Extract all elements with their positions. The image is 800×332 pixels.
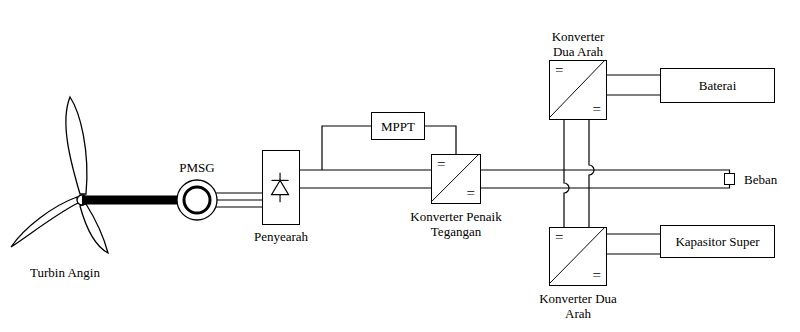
converter-box: ==Konverter Dua Arah bbox=[549, 227, 607, 286]
wire-segment bbox=[300, 169, 431, 170]
power-wire bbox=[300, 170, 431, 188]
power-wire bbox=[425, 126, 456, 154]
dc-symbol: = bbox=[437, 157, 445, 172]
node-label: Konverter Dua Arah bbox=[528, 291, 628, 321]
wire-segment bbox=[481, 185, 730, 188]
generator-outer-circle bbox=[177, 180, 217, 220]
converter-box: ==Konverter Penaik Tegangan bbox=[431, 154, 481, 204]
dc-symbol: = bbox=[467, 186, 475, 201]
node-label: Turbin Angin bbox=[30, 265, 100, 280]
power-wire bbox=[481, 170, 730, 188]
node-label: PMSG bbox=[179, 160, 214, 175]
wire-segment bbox=[481, 170, 730, 173]
wire-segment bbox=[563, 120, 564, 170]
node-label: Penyearah bbox=[254, 229, 308, 244]
dc-symbol: = bbox=[555, 230, 563, 245]
node-label: Konverter Penaik Tegangan bbox=[406, 209, 506, 239]
converter-diagonal bbox=[550, 228, 604, 283]
converter-box: Konverter Dua Arah== bbox=[549, 60, 607, 120]
converter-diagonal bbox=[432, 155, 478, 201]
turbine-blade bbox=[11, 197, 78, 247]
dc-symbol: = bbox=[593, 268, 601, 283]
wire-segment bbox=[588, 188, 589, 227]
battery-box: Baterai bbox=[660, 68, 775, 103]
pmsg-outline bbox=[176, 179, 218, 221]
wire-segment bbox=[425, 126, 456, 154]
wire-segment bbox=[607, 74, 660, 75]
turbine-blade bbox=[66, 97, 87, 194]
power-wire bbox=[564, 120, 594, 188]
node-label: Baterai bbox=[699, 78, 737, 93]
node-label: Kapasitor Super bbox=[675, 234, 759, 249]
turbine-blade bbox=[80, 204, 108, 253]
wire-segment bbox=[607, 233, 660, 234]
generator-inner-circle bbox=[184, 187, 210, 213]
rectifier-box: Penyearah bbox=[262, 150, 300, 225]
supercapacitor-box: Kapasitor Super bbox=[660, 225, 775, 258]
node-label: Beban bbox=[744, 172, 777, 187]
wire-segment bbox=[607, 94, 660, 95]
converter-diagonal bbox=[550, 61, 604, 117]
generator-circle: PMSG bbox=[176, 179, 218, 221]
dc-symbol: = bbox=[555, 63, 563, 78]
diode-triangle bbox=[272, 180, 289, 194]
turbine-node: Turbin Angin bbox=[10, 95, 120, 260]
power-wire bbox=[322, 126, 371, 170]
power-wire bbox=[607, 234, 660, 254]
diode-bar bbox=[272, 180, 289, 181]
resistor-symbol: Beban bbox=[724, 173, 735, 185]
wire-segment bbox=[607, 253, 660, 254]
node-label: Konverter Dua Arah bbox=[541, 29, 615, 59]
wire-segment bbox=[564, 170, 569, 227]
wire-segment bbox=[322, 126, 371, 170]
dc-symbol: = bbox=[593, 102, 601, 117]
turbine-blades bbox=[11, 97, 108, 253]
power-wire bbox=[607, 75, 660, 95]
node-label: MPPT bbox=[381, 119, 415, 134]
mppt-box: MPPT bbox=[371, 112, 425, 140]
power-wire bbox=[564, 170, 589, 227]
wire-segment bbox=[300, 187, 431, 188]
diode-outline bbox=[263, 151, 299, 224]
wire-segment bbox=[589, 120, 594, 188]
